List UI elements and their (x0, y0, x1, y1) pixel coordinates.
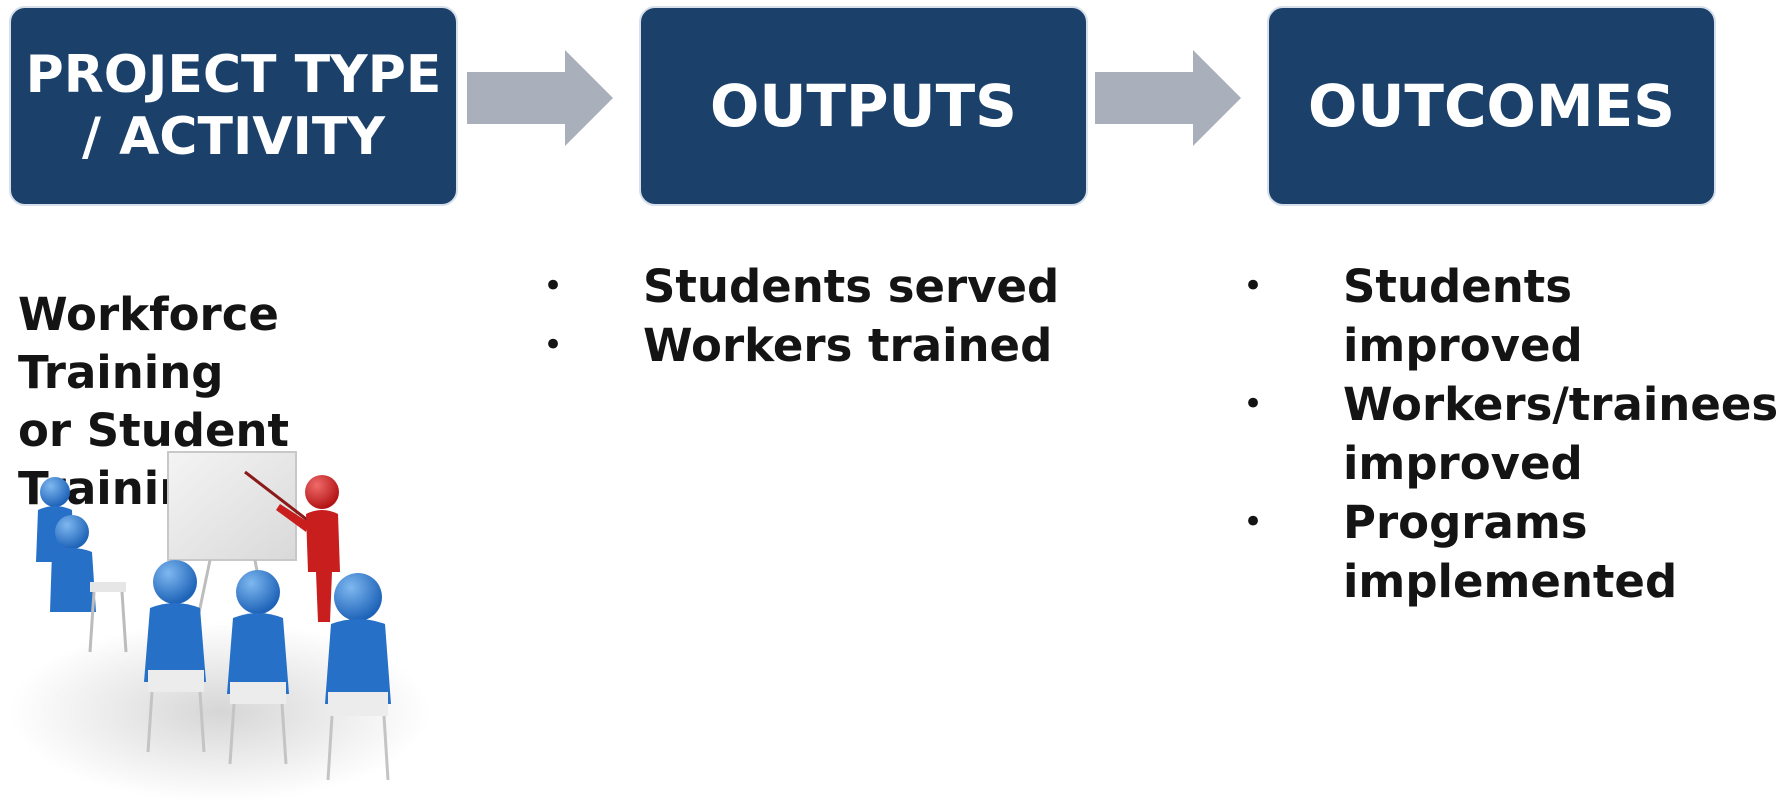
list-item-text: Programs implemented (1343, 496, 1678, 608)
activity-line-1: Workforce Training (18, 288, 279, 399)
classroom-training-illustration (10, 451, 430, 802)
project-type-title-line2: / ACTIVITY (81, 107, 386, 167)
outputs-title: OUTPUTS (710, 72, 1017, 140)
bullet-icon: • (1243, 266, 1264, 306)
list-item-text: Workers/trainees improved (1343, 378, 1779, 490)
list-item: • Programs implemented (1243, 493, 1781, 611)
bullet-icon: • (1243, 384, 1264, 424)
whiteboard-icon (167, 451, 297, 633)
bullet-icon: • (543, 325, 564, 365)
project-type-title: PROJECT TYPE / ACTIVITY (26, 44, 442, 168)
bullet-icon: • (1243, 502, 1264, 542)
audience-figures-icon (36, 477, 391, 781)
bullet-icon: • (543, 266, 564, 306)
project-type-title-line1: PROJECT TYPE (25, 45, 442, 105)
outputs-box: OUTPUTS (639, 6, 1088, 206)
outcomes-list: • Students improved • Workers/trainees i… (1243, 257, 1781, 611)
list-item: • Workers trained (543, 316, 1143, 375)
outputs-list: • Students served • Workers trained (543, 257, 1143, 375)
list-item-text: Students improved (1343, 260, 1583, 372)
project-type-box: PROJECT TYPE / ACTIVITY (9, 6, 458, 206)
list-item: • Workers/trainees improved (1243, 375, 1781, 493)
right-arrow-icon (467, 50, 613, 146)
outcomes-title: OUTCOMES (1308, 72, 1675, 140)
outcomes-box: OUTCOMES (1267, 6, 1716, 206)
presenter-figure-icon (276, 475, 340, 622)
list-item-text: Workers trained (643, 319, 1053, 372)
right-arrow-icon (1095, 50, 1241, 146)
list-item: • Students served (543, 257, 1143, 316)
list-item: • Students improved (1243, 257, 1781, 375)
list-item-text: Students served (643, 260, 1060, 313)
